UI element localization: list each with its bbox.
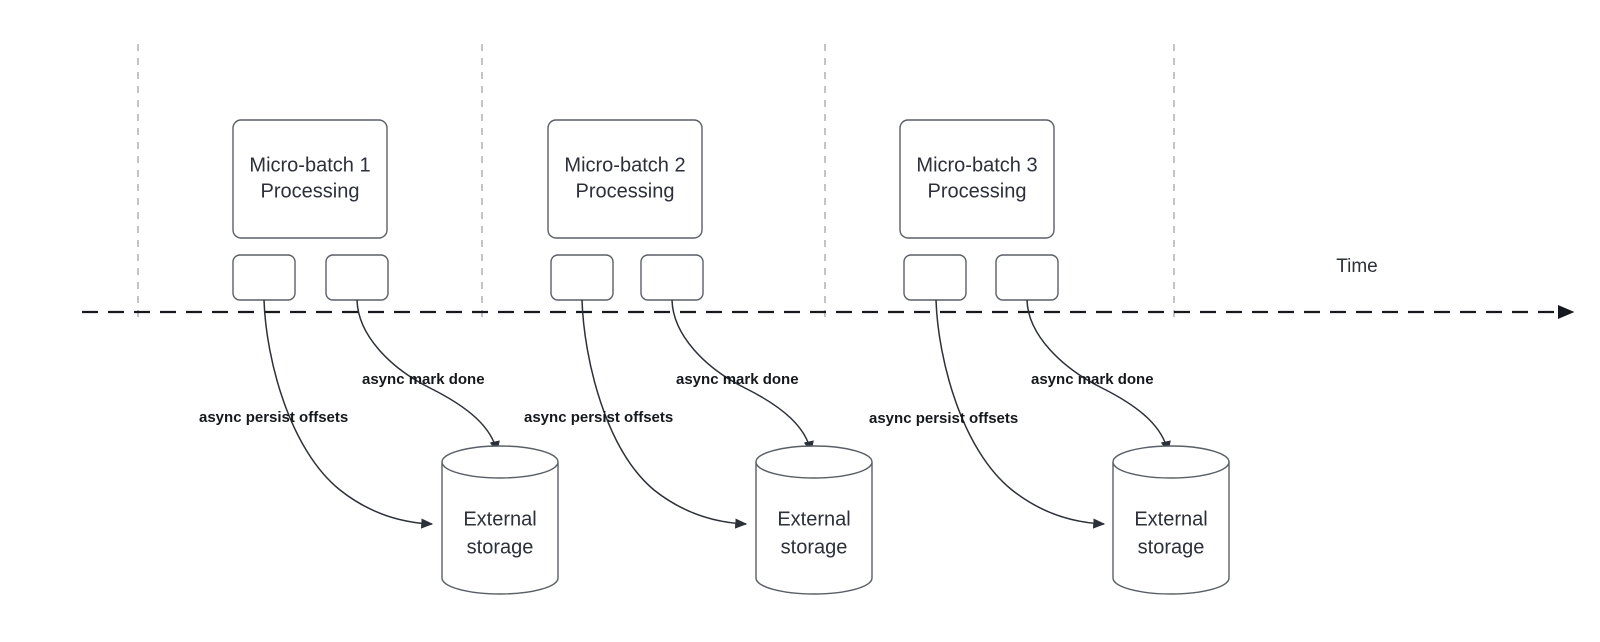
external-storage-2-body <box>755 462 873 595</box>
micro-batch-1-box[interactable] <box>232 119 388 239</box>
external-storage-1-label-line2: storage <box>467 536 534 558</box>
external-storage-3-label-line2: storage <box>1138 536 1205 558</box>
micro-batch-2-persist-offsets-label: async persist offsets <box>524 409 673 426</box>
external-storage-3-top-ellipse <box>1112 445 1230 479</box>
micro-batch-3-title-line2: Processing <box>928 180 1027 202</box>
external-storage-2[interactable]: External storage <box>755 445 873 595</box>
micro-batch-2-task-left[interactable] <box>550 254 614 301</box>
micro-batch-2-title-line2: Processing <box>576 180 675 202</box>
micro-batch-3-persist-offsets-label: async persist offsets <box>869 410 1018 427</box>
micro-batch-1-persist-offsets-label: async persist offsets <box>199 409 348 426</box>
micro-batch-3-persist-offsets-arrow <box>935 299 1106 529</box>
external-storage-1-body <box>441 462 559 595</box>
micro-batch-1-mark-done-arrow <box>356 299 500 454</box>
external-storage-1[interactable]: External storage <box>441 445 559 595</box>
micro-batch-2-mark-done-arrow <box>671 299 814 454</box>
external-storage-1-label-line1: External <box>463 508 536 530</box>
micro-batch-1-task-right[interactable] <box>325 254 389 301</box>
external-storage-2-label-line2: storage <box>781 536 848 558</box>
external-storage-2-top-ellipse <box>755 445 873 479</box>
external-storage-3-body <box>1112 462 1230 595</box>
micro-batch-1-persist-offsets-arrow <box>263 299 434 529</box>
external-storage-1-top-ellipse <box>441 445 559 479</box>
micro-batch-2-box[interactable] <box>547 119 703 239</box>
micro-batch-1-task-left[interactable] <box>232 254 296 301</box>
micro-batch-3-box[interactable] <box>899 119 1055 239</box>
micro-batch-3-mark-done-label: async mark done <box>1031 371 1154 388</box>
batch-group-micro-batch-1: Micro-batch 1 Processing async persist off… <box>199 119 559 595</box>
micro-batch-3-title-line1: Micro-batch 3 <box>916 154 1037 176</box>
timeline-tick-group <box>137 44 1175 318</box>
external-storage-3-label-line1: External <box>1134 508 1207 530</box>
batch-group-micro-batch-2: Micro-batch 2 Processing async persist off… <box>524 119 873 595</box>
micro-batch-1-title-line2: Processing <box>261 180 360 202</box>
micro-batch-3-task-left[interactable] <box>903 254 967 301</box>
batch-group-micro-batch-3: Micro-batch 3 Processing async persist off… <box>869 119 1230 595</box>
micro-batch-1-mark-done-label: async mark done <box>362 371 485 388</box>
micro-batch-2-persist-offsets-arrow <box>581 299 748 529</box>
micro-batch-2-title-line1: Micro-batch 2 <box>564 154 685 176</box>
external-storage-2-label-line1: External <box>777 508 850 530</box>
micro-batch-1-title-line1: Micro-batch 1 <box>249 154 370 176</box>
external-storage-3[interactable]: External storage <box>1112 445 1230 595</box>
micro-batch-3-mark-done-arrow <box>1026 299 1171 454</box>
time-axis-label: Time <box>1336 256 1378 277</box>
micro-batch-2-task-right[interactable] <box>640 254 704 301</box>
micro-batch-3-task-right[interactable] <box>995 254 1059 301</box>
micro-batch-2-mark-done-label: async mark done <box>676 371 799 388</box>
svg-content-layer: Time Micro-batch 1 Processing async persist… <box>82 44 1575 595</box>
